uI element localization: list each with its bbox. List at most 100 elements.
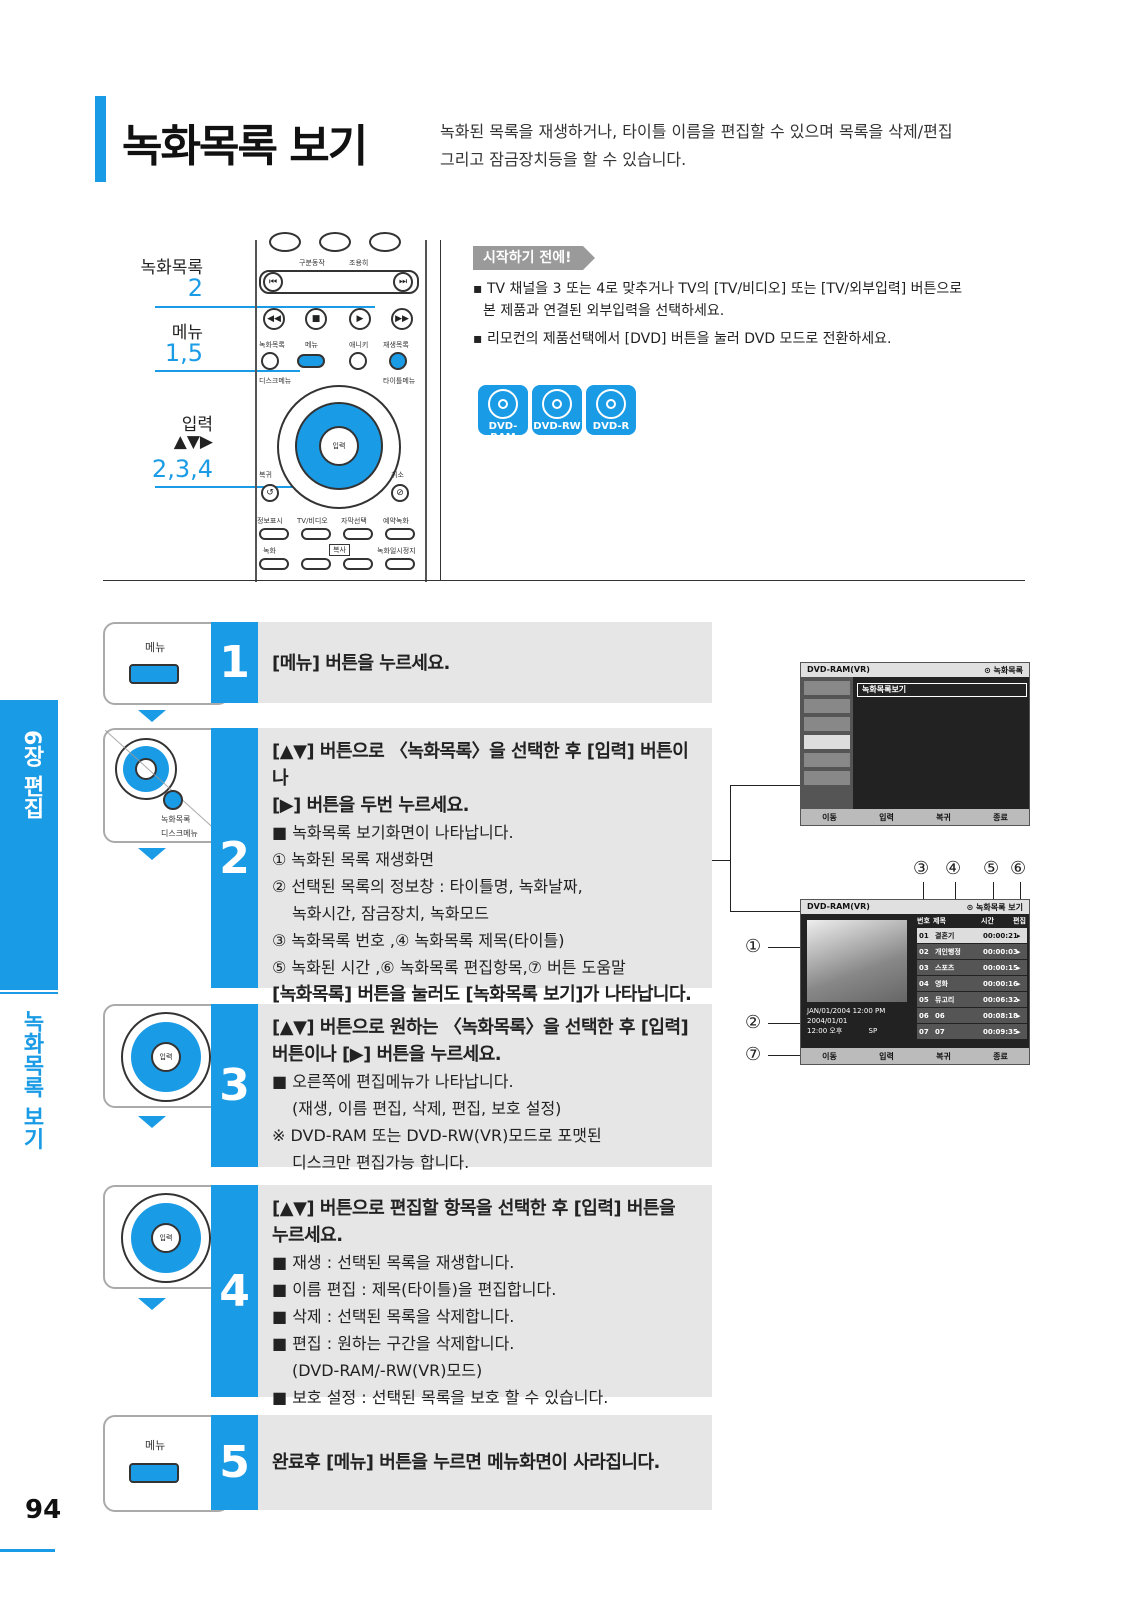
remote-button	[343, 528, 373, 540]
disc-label: DVD-RW	[533, 421, 581, 432]
col-no: 번호	[917, 917, 930, 925]
disc-icon	[488, 389, 518, 419]
row-time: 00:06:32	[983, 995, 1018, 1004]
remote-num-list: 2	[187, 274, 203, 302]
step3-icon-box: 입력	[103, 1004, 230, 1108]
step2-body: [▲▼] 버튼으로 〈녹화목록〉을 선택한 후 [입력] 버튼이나 [▶] 버튼…	[258, 728, 712, 1005]
help-exit: 종료	[993, 1051, 1008, 1061]
step3-line: 디스크만 편집가능 합니다.	[292, 1153, 470, 1172]
step1-title: [메뉴] 버튼을 누르세요.	[272, 653, 450, 674]
screen-header: DVD-RAM(VR) ⊙ 녹화목록	[801, 663, 1029, 677]
row-title: 06	[935, 1011, 945, 1020]
chapter-tab: 6장 편집	[0, 700, 58, 990]
screen-menu-column	[801, 677, 853, 811]
row-title: 뮤고리	[935, 995, 955, 1004]
step4-title-1: [▲▼] 버튼으로 편집할 항목을 선택한 후 [입력] 버튼을	[272, 1198, 676, 1219]
remote-label: 녹화	[263, 547, 276, 555]
step-number: 2	[211, 728, 258, 988]
note-1a: TV 채널을 3 또는 4로 맞추거나 TV의 [TV/비디오] 또는 [TV/…	[486, 281, 963, 297]
row-number: 07	[919, 1027, 929, 1036]
page-subtitle: 녹화된 목록을 재생하거나, 타이틀 이름을 편집할 수 있으며 목록을 삭제/…	[440, 118, 1020, 174]
remote-label: 타이틀메뉴	[383, 377, 416, 385]
step3-line: ※ DVD-RAM 또는 DVD-RW(VR)모드로 포맷된	[272, 1126, 602, 1145]
before-start-tag: 시작하기 전에!	[473, 246, 583, 270]
remote-button	[301, 558, 331, 570]
chapter-label: 6장 편집	[19, 730, 44, 819]
note-2: 리모컨의 제품선택에서 [DVD] 버튼을 눌러 DVD 모드로 전환하세요.	[486, 331, 892, 347]
help-exit: 종료	[993, 812, 1008, 822]
before-notes: ▪ TV 채널을 3 또는 4로 맞추거나 TV의 [TV/비디오] 또는 [T…	[473, 278, 1013, 350]
step4-line: (DVD-RAM/-RW(VR)모드)	[292, 1361, 483, 1380]
step4-icon-box: 입력	[103, 1185, 230, 1289]
remote-label: 조용히	[349, 259, 369, 267]
rewind-icon: ◀◀	[263, 308, 285, 330]
disc-badge-dvd-ram: DVD-RAM	[478, 385, 528, 443]
step2-line: ⑤ 녹화된 시간 ,⑥ 녹화목록 편집항목,⑦ 버튼 도움말	[272, 958, 626, 977]
help-enter: 입력	[879, 1051, 894, 1061]
step3-body: [▲▼] 버튼으로 원하는 〈녹화목록〉을 선택한 후 [입력] 버튼이나 [▶…	[258, 1004, 712, 1172]
screen-title: ⊙ 녹화목록 보기	[966, 903, 1023, 912]
info-panel: JAN/01/2004 12:00 PM 2004/01/01 12:00 오후…	[807, 1006, 913, 1036]
menu-button-icon	[129, 1463, 179, 1483]
remote-button	[261, 352, 279, 370]
callout-2: ②	[745, 1012, 762, 1033]
step4-line: ■ 편집 : 원하는 구간을 삭제합니다.	[272, 1334, 515, 1353]
row-number: 06	[919, 1011, 929, 1020]
section-divider	[103, 580, 1025, 581]
callout-4: ④	[945, 858, 962, 879]
remote-button	[259, 528, 289, 540]
step5-icon-box: 메뉴	[103, 1415, 230, 1512]
help-return: 복귀	[936, 1051, 951, 1061]
return-icon: ↺	[261, 484, 279, 502]
remote-label: 자막선택	[341, 517, 367, 525]
list-header: 번호 제목 시간 편집	[917, 916, 1027, 926]
row-number: 01	[919, 931, 929, 940]
remote-button	[343, 558, 373, 570]
step1-icon-box: 메뉴	[103, 622, 230, 705]
list-button-highlight	[389, 352, 407, 370]
row-edit-icon: ▸	[1017, 931, 1021, 940]
remote-label: TV/비디오	[297, 517, 328, 525]
row-number: 03	[919, 963, 929, 972]
step5-body: 완료후 [메뉴] 버튼을 누르면 메뉴화면이 사라집니다.	[258, 1415, 712, 1510]
callout-line	[155, 306, 375, 308]
fast-forward-icon: ▶▶	[391, 308, 413, 330]
col-time: 시간	[981, 917, 994, 925]
col-edit: 편집	[1013, 917, 1026, 925]
help-move: 이동	[822, 812, 837, 822]
remote-button	[385, 528, 415, 540]
enter-label: 입력	[151, 1223, 181, 1253]
callout-line	[768, 1023, 806, 1024]
down-arrow-icon	[138, 710, 166, 722]
step4-line: ■ 이름 편집 : 제목(타이틀)을 편집합니다.	[272, 1280, 557, 1299]
remote-label: 녹화일시정지	[377, 547, 416, 555]
step2-line: ■ 녹화목록 보기화면이 나타납니다.	[272, 823, 514, 842]
stop-icon: ■	[305, 308, 327, 330]
remote-button	[269, 232, 301, 252]
tag-arrow	[583, 246, 595, 270]
step-number: 3	[211, 1004, 258, 1167]
disc-label: DVD-R	[592, 421, 630, 432]
page-number-bar	[0, 1549, 55, 1552]
callout-5: ⑤	[983, 858, 1000, 879]
remote-label: 애니키	[349, 341, 369, 349]
row-time: 00:08:18	[983, 1011, 1018, 1020]
disc-badge-dvd-r: DVD-R	[586, 385, 636, 435]
remote-label: 재생목록	[383, 341, 409, 349]
step-number: 4	[211, 1185, 258, 1397]
list-screen: DVD-RAM(VR) ⊙ 녹화목록 보기 JAN/01/2004 12:00 …	[800, 899, 1030, 1065]
step4-line: ■ 보호 설정 : 선택된 목록을 보호 할 수 있습니다.	[272, 1388, 609, 1407]
screen-header: DVD-RAM(VR) ⊙ 녹화목록 보기	[801, 900, 1029, 914]
remote-label-list: 녹화목록	[140, 258, 203, 278]
remote-button	[301, 528, 331, 540]
disc-menu-label: 디스크메뉴	[161, 829, 198, 838]
step-number: 5	[211, 1415, 258, 1510]
help-enter: 입력	[879, 812, 894, 822]
step3-line: (재생, 이름 편집, 삭제, 편집, 보호 설정)	[292, 1099, 562, 1118]
remote-label-menu: 메뉴	[171, 323, 203, 343]
dpad-icon: 입력	[121, 1012, 211, 1102]
page-title: 녹화목록 보기	[122, 121, 368, 172]
